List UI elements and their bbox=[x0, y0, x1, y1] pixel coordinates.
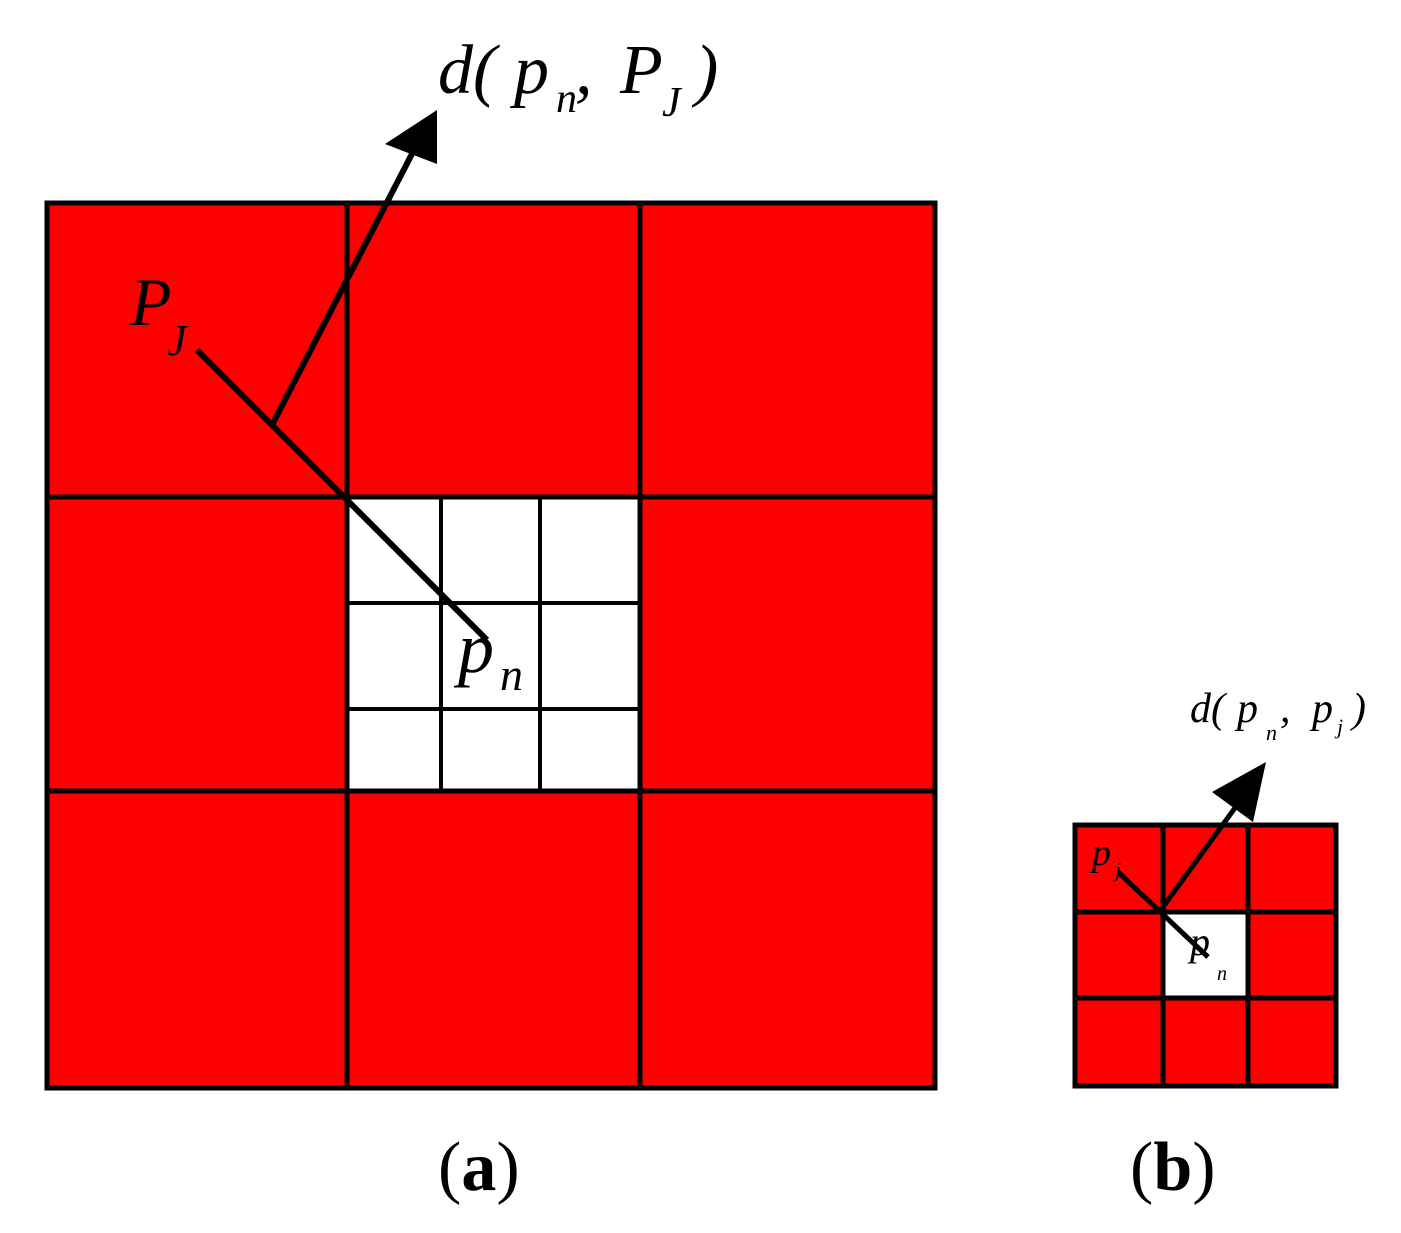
panel-a-grid-lines bbox=[44, 200, 938, 1091]
panel-b: p j p n d( p n , p j ) (b) bbox=[1072, 686, 1366, 1206]
panel-b-distance-P-sub: j bbox=[1334, 714, 1343, 739]
panel-a-distance-arrow-shaft bbox=[269, 146, 418, 427]
panel-b-distance-p-sub: n bbox=[1266, 720, 1277, 745]
panel-a-label-pn: p bbox=[453, 608, 494, 688]
panel-a-label-pn-sub: n bbox=[500, 649, 523, 700]
panel-b-distance-arrowhead bbox=[1212, 762, 1266, 822]
panel-b-label-pj: p bbox=[1089, 832, 1111, 874]
panel-b-distance-close: ) bbox=[1350, 686, 1366, 732]
panel-b-label-pn: p bbox=[1187, 919, 1210, 964]
panel-a-label-pj-sub: J bbox=[167, 316, 189, 365]
panel-a-distance-comma: , bbox=[575, 32, 593, 109]
panel-b-distance-arrow-shaft bbox=[1157, 788, 1251, 913]
panel-b-pj-pn-line bbox=[1116, 870, 1210, 959]
panel-b-label-pn-sub: n bbox=[1217, 963, 1227, 985]
panel-a-distance-p: p bbox=[509, 32, 549, 109]
panel-a-distance-arrowhead bbox=[385, 110, 437, 164]
panel-a: P J p n d( p n , P J ) (a) bbox=[44, 32, 938, 1206]
panel-a-distance-label: d( p n , P J ) bbox=[438, 32, 718, 126]
panel-a-distance-close: ) bbox=[691, 32, 718, 109]
panel-b-distance-d: d( bbox=[1190, 686, 1228, 732]
panel-a-distance-p-sub: n bbox=[556, 76, 577, 122]
panel-a-distance-d: d( bbox=[438, 32, 500, 109]
panel-b-label-pj-sub: j bbox=[1112, 857, 1121, 882]
panel-a-distance-P: P bbox=[619, 32, 663, 109]
panel-b-distance-p: p bbox=[1234, 686, 1258, 732]
panel-a-caption: (a) bbox=[438, 1129, 520, 1206]
panel-b-distance-P: p bbox=[1309, 686, 1333, 732]
panel-b-grid-lines bbox=[1072, 822, 1339, 1089]
panel-a-label-pj: P bbox=[129, 264, 172, 340]
panel-a-pj-pn-line bbox=[194, 347, 490, 643]
panel-a-center-subgrid bbox=[347, 497, 640, 791]
panel-a-distance-P-sub: J bbox=[662, 80, 683, 126]
panel-b-distance-comma: , bbox=[1280, 686, 1291, 732]
panel-b-distance-label: d( p n , p j ) bbox=[1190, 686, 1366, 745]
panel-b-caption: (b) bbox=[1130, 1129, 1216, 1206]
